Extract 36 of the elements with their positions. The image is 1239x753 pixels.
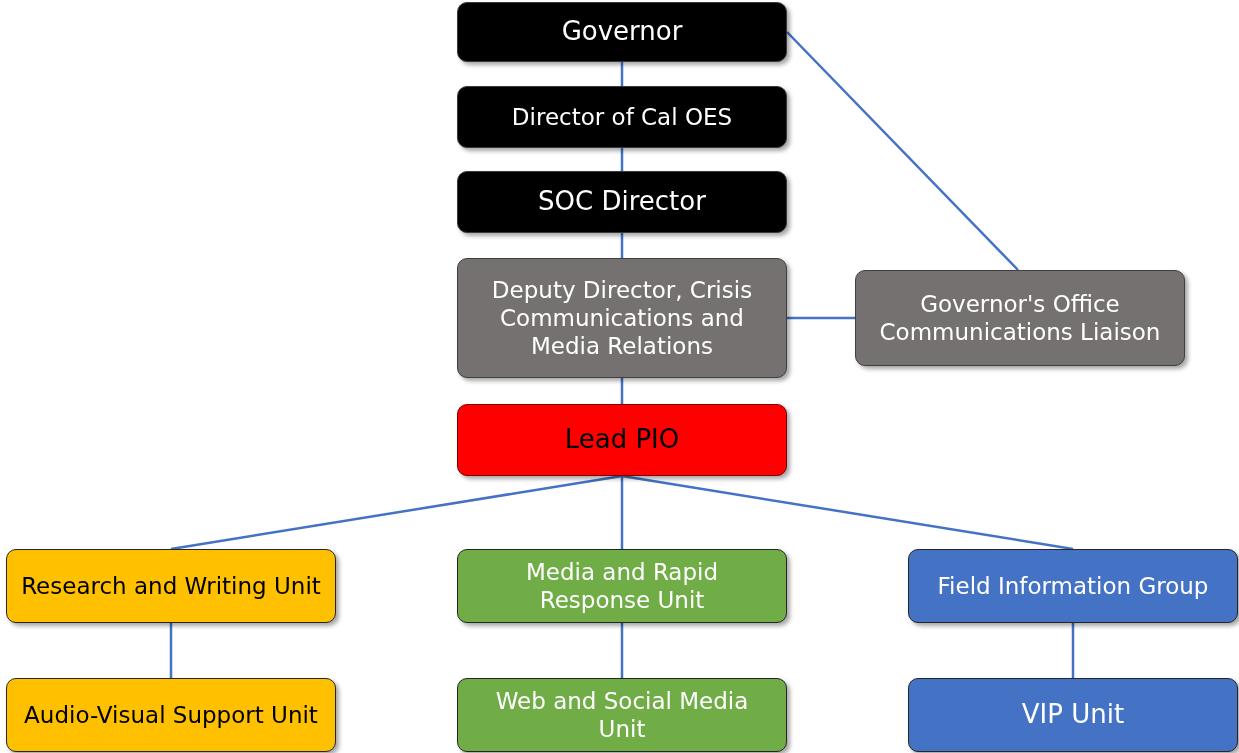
org-box xyxy=(457,404,787,476)
connector-line xyxy=(620,476,624,549)
connector-line xyxy=(620,378,624,404)
org-box xyxy=(457,258,787,378)
org-box xyxy=(457,549,787,623)
connector-line xyxy=(1071,623,1075,678)
connector-line xyxy=(620,233,624,258)
role-title: Deputy Director, Crisis Communications and Media Relations xyxy=(490,275,754,361)
org-box xyxy=(6,549,336,623)
role-title: Media and Rapid Response Unit xyxy=(524,557,720,615)
role-title: Field Information Group xyxy=(937,571,1209,600)
org-box xyxy=(457,2,787,62)
connector-line xyxy=(621,474,1074,551)
role-title: Lead PIO xyxy=(564,424,680,456)
org-box xyxy=(855,270,1185,366)
role-title: Governor's Office Communications Liaison xyxy=(878,289,1162,347)
org-box xyxy=(457,171,787,233)
org-box xyxy=(908,678,1238,752)
role-title: SOC Director xyxy=(538,186,706,218)
role-title: Web and Social Media Unit xyxy=(494,686,750,744)
connector-line xyxy=(620,148,624,171)
role-title: VIP Unit xyxy=(1021,699,1125,731)
connector-line xyxy=(170,474,623,551)
role-title: Audio-Visual Support Unit xyxy=(24,700,318,729)
connector-line xyxy=(169,623,173,678)
role-title: Director of Cal OES xyxy=(511,102,733,131)
role-title: Research and Writing Unit xyxy=(21,571,321,600)
org-box xyxy=(457,86,787,148)
org-box xyxy=(6,678,336,752)
connector-line xyxy=(787,316,855,320)
connector-line xyxy=(786,31,1019,271)
org-box xyxy=(457,678,787,752)
connector-line xyxy=(620,623,624,678)
org-box xyxy=(908,549,1238,623)
connector-line xyxy=(620,62,624,86)
role-title: Governor xyxy=(561,16,683,48)
